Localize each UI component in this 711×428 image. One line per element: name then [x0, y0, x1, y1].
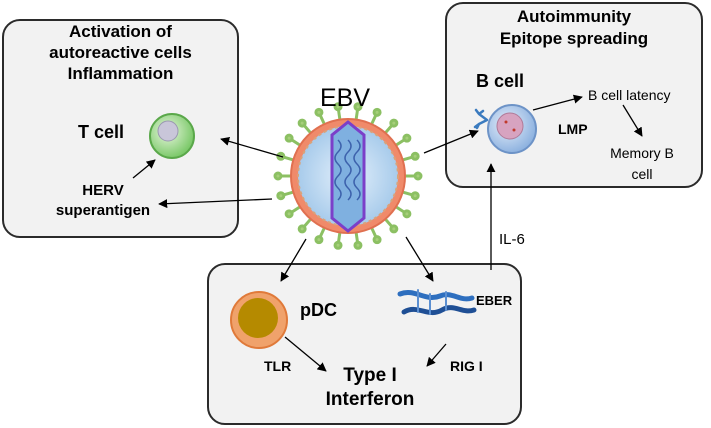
virus-spike-tip: [402, 209, 412, 219]
virus-spike-tip: [353, 102, 363, 112]
right-title-line-1: Autoimmunity: [516, 7, 632, 26]
superantigen-line: superantigen: [55, 202, 151, 219]
b-cell-label: B cell: [476, 71, 525, 91]
right-title-line-2: Epitope spreading: [499, 29, 649, 48]
virus-spike-tip: [372, 107, 382, 117]
pdc-cell-icon: [230, 291, 288, 349]
arrow-tlr-to-interferon: [284, 336, 327, 372]
virus-spike-tip: [314, 235, 324, 245]
eber-rna-icon: [397, 289, 477, 316]
right-panel-title: Autoimmunity Epitope spreading: [445, 6, 703, 50]
pdc-label: pDC: [300, 300, 337, 320]
virus-spike-tip: [402, 133, 412, 143]
t-cell-icon: [149, 113, 195, 159]
left-title-line-2: autoreactive cells: [49, 43, 192, 62]
arrow-rig-to-interferon: [426, 343, 447, 367]
memory-b-cell-label: Memory B cell: [592, 143, 692, 185]
b-cell-latency-label: B cell latency: [588, 87, 671, 103]
virus-spike-tip: [410, 191, 420, 201]
arrow-bcell-to-latency: [532, 94, 583, 111]
memory-line-2: cell: [631, 166, 653, 182]
virus-spike-tip: [284, 209, 294, 219]
arrow-ebv-to-pdc: [280, 238, 307, 282]
ebv-label: EBV: [320, 84, 371, 112]
rig-i-label: RIG I: [450, 358, 483, 374]
tlr-label: TLR: [264, 358, 292, 374]
memory-line-1: Memory B: [610, 145, 674, 161]
ebv-virus-icon: [273, 102, 423, 250]
b-cell-icon: [473, 104, 537, 154]
virus-spike-tip: [413, 171, 423, 181]
virus-spike-tip: [410, 151, 420, 161]
type-i-interferon-label: Type I Interferon: [305, 364, 435, 412]
virus-spike-tip: [389, 224, 399, 234]
left-panel-title: Activation of autoreactive cells Inflamm…: [2, 21, 239, 84]
arrow-latency-to-memory: [622, 104, 643, 137]
interferon-line-2: Interferon: [325, 389, 415, 410]
virus-spike-tip: [314, 107, 324, 117]
virus-spike-tip: [297, 224, 307, 234]
virus-spike-tip: [372, 235, 382, 245]
il6-label: IL-6: [499, 231, 525, 248]
herv-line: HERV: [82, 182, 124, 199]
arrow-herv-to-tcell: [132, 159, 156, 179]
arrow-ebv-to-tcell: [220, 136, 284, 158]
left-panel: [2, 19, 239, 238]
interferon-line-1: Type I: [343, 365, 397, 386]
herv-superantigen-label: HERV superantigen: [48, 181, 158, 221]
arrow-ebv-to-eber: [405, 236, 434, 282]
virus-spike-tip: [273, 171, 283, 181]
virus-spike-tip: [276, 191, 286, 201]
arrow-ebv-to-superantigen: [158, 198, 273, 209]
t-cell-label: T cell: [78, 122, 125, 142]
virus-spike-tip: [333, 240, 343, 250]
virus-spike-tip: [333, 102, 343, 112]
lmp-label: LMP: [558, 121, 588, 137]
virus-spike-tip: [353, 240, 363, 250]
left-title-line-1: Activation of: [69, 22, 172, 41]
virus-spike-tip: [297, 118, 307, 128]
left-title-line-3: Inflammation: [67, 64, 174, 83]
virus-spike-tip: [284, 133, 294, 143]
virus-spike-tip: [389, 118, 399, 128]
eber-label: EBER: [476, 293, 513, 308]
arrow-ebv-to-bcell: [423, 129, 479, 154]
